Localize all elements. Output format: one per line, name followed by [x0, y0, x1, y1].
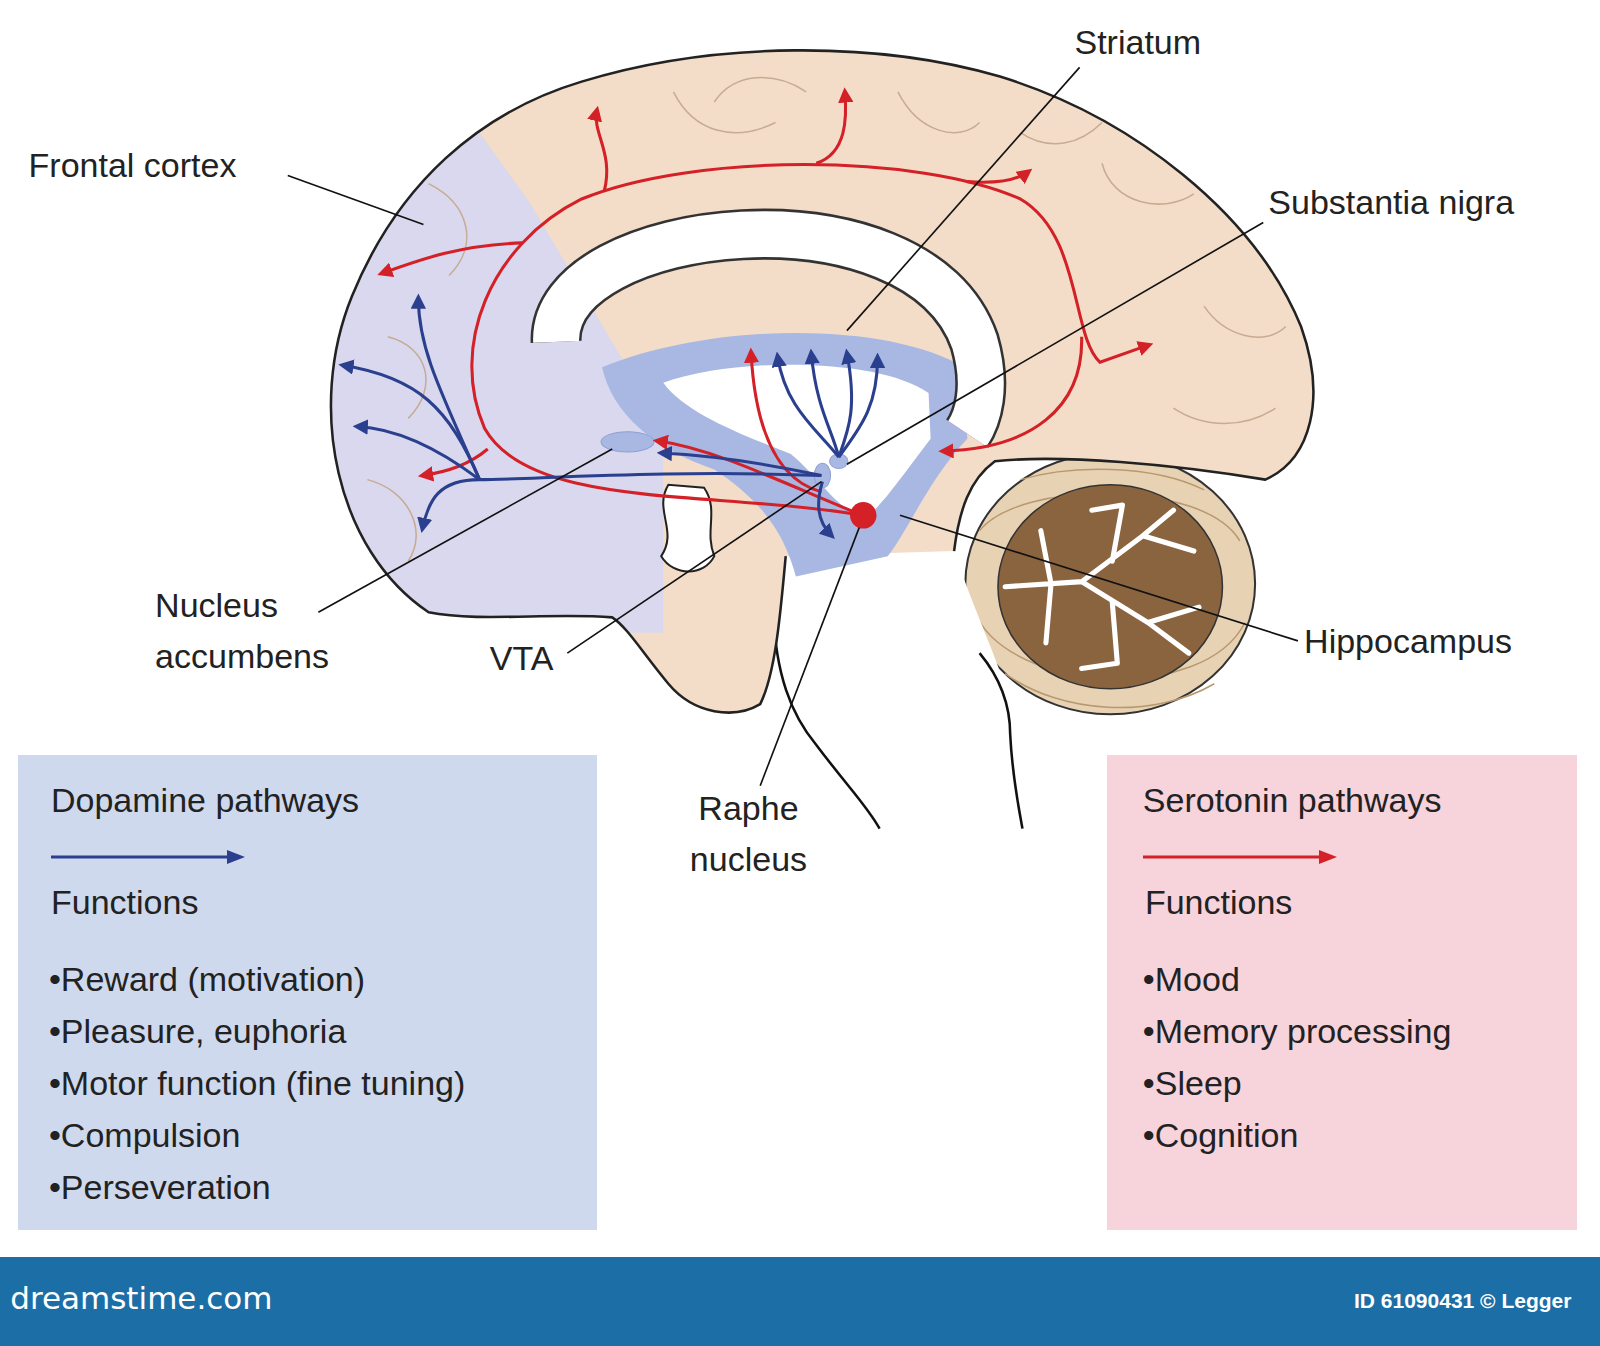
function-item: •Perseveration [49, 1167, 271, 1208]
legend-arrow [1143, 847, 1337, 867]
panel-heading: Functions [1145, 882, 1292, 923]
footer-text: dreamstime.com [10, 1280, 272, 1317]
function-item: •Compulsion [49, 1115, 240, 1156]
function-item: •Sleep [1143, 1063, 1242, 1104]
region-label: VTA [490, 638, 554, 679]
footer-text: ID 61090431 © Legger [1354, 1288, 1571, 1313]
region-label: Hippocampus [1304, 621, 1512, 662]
cerebrum [255, 0, 1313, 712]
legend-arrow-line [1143, 855, 1323, 858]
legend-panel: Functions •Reward (motivation) •Pleasure, … [18, 755, 597, 1229]
function-item: •Memory processing [1143, 1011, 1452, 1052]
function-item: •Reward (motivation) [49, 959, 365, 1000]
leader-lines [288, 67, 1298, 785]
function-item: •Motor function (fine tuning) [49, 1063, 465, 1104]
legend-arrow-head [227, 850, 245, 864]
cerebellum [965, 453, 1255, 714]
region-label: Frontal cortex [29, 145, 237, 186]
legend-arrow-line [51, 855, 231, 858]
legend-panel: Functions •Mood •Memory processing •Sleep •C… [1107, 755, 1576, 1229]
region-label: Striatum [1074, 22, 1201, 63]
serotonin-pathways [382, 92, 1149, 515]
dopamine-pathways [343, 298, 878, 536]
region-label: Nucleus accumbens [155, 580, 355, 682]
region-label: Substantia nigra [1268, 182, 1514, 223]
panel-heading: Functions [51, 882, 198, 923]
legend-arrow-head [1319, 850, 1337, 864]
function-item: •Mood [1143, 959, 1240, 1000]
brainstem [773, 551, 1022, 829]
region-label: Raphe nucleus [673, 783, 823, 885]
function-item: •Pleasure, euphoria [49, 1011, 346, 1052]
legend-label: Serotonin pathways [1143, 780, 1442, 821]
legend-label: Dopamine pathways [51, 780, 359, 821]
function-item: •Cognition [1143, 1115, 1299, 1156]
footer-band: dreamstime.com ID 61090431 © Legger [0, 1257, 1600, 1346]
legend-arrow [51, 847, 245, 867]
